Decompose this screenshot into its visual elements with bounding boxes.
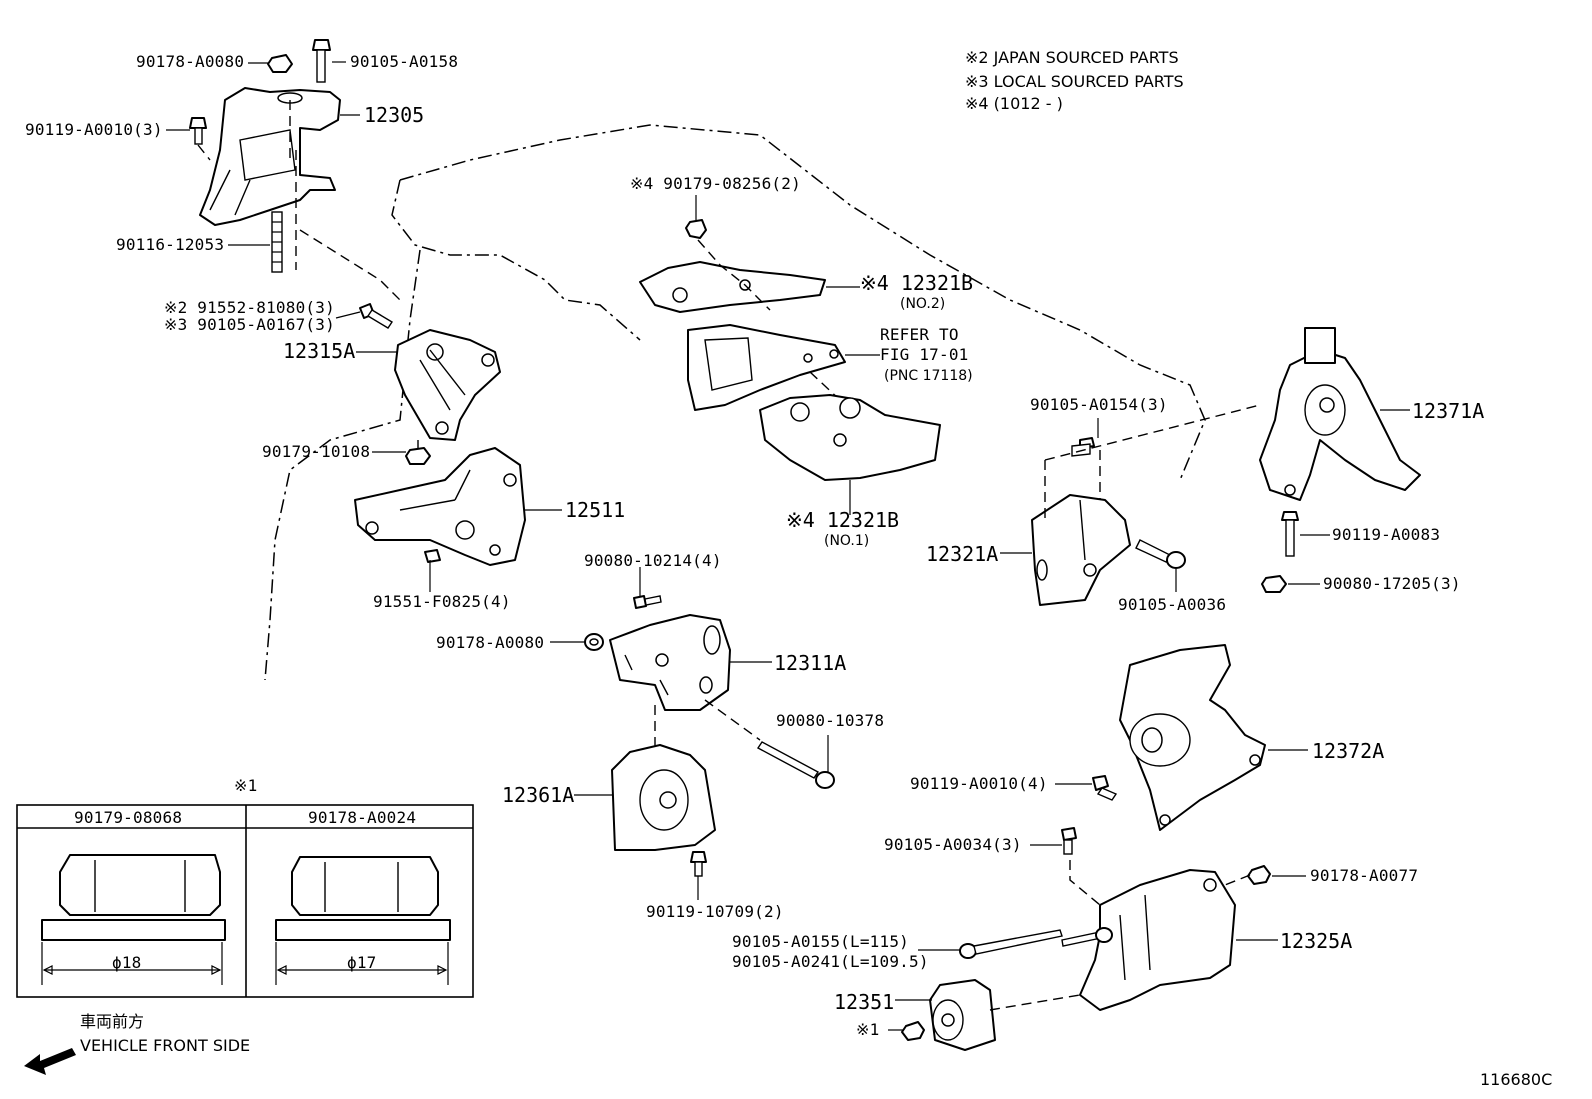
label-12321B-no2: ※4 12321B: [860, 271, 973, 295]
bolt-90105-A0241[interactable]: [1061, 927, 1113, 947]
engine-body-outline: [264, 124, 1206, 681]
bracket-12325A[interactable]: [1079, 869, 1236, 1011]
note-date-range: ※4 (1012 - ): [965, 94, 1063, 113]
bracket-12311A[interactable]: [609, 614, 731, 711]
label-90119-10709: 90119-10709(2): [646, 902, 784, 921]
bolt-90105-A0155[interactable]: [959, 929, 1063, 959]
label-90116-12053: 90116-12053: [116, 235, 224, 254]
refer-line3: (PNC 17118): [884, 368, 973, 384]
insulator-12321B-no2[interactable]: [639, 261, 826, 313]
note-local-sourced: ※3 LOCAL SOURCED PARTS: [965, 72, 1184, 91]
refer-line1: REFER TO: [880, 325, 959, 344]
label-90179-10108: 90179-10108: [262, 442, 370, 461]
engine-mount-12305[interactable]: [199, 87, 341, 226]
bolt-90105-A0154[interactable]: [1071, 437, 1095, 457]
bolt-90119-A0083[interactable]: [1281, 511, 1299, 557]
nut-90179-10108[interactable]: [405, 447, 431, 465]
figure-code: 116680C: [1480, 1070, 1552, 1089]
nut-90178-A0080-top[interactable]: [267, 54, 293, 73]
label-90105-A0154: 90105-A0154(3): [1030, 395, 1168, 414]
nut-90178-A0080-mid[interactable]: [584, 633, 604, 651]
vehicle-front-indicator: 車両前方 VEHICLE FRONT SIDE: [24, 1012, 250, 1075]
label-90179-08256: ※4 90179-08256(2): [630, 174, 801, 193]
bolt-90105-A0036[interactable]: [1135, 539, 1186, 569]
refer-line2: FIG 17-01: [880, 345, 969, 364]
label-12321B-no2-sub: (NO.2): [900, 296, 945, 312]
stud-90116-12053[interactable]: [271, 211, 283, 273]
flange-nut-18-icon: [41, 854, 226, 985]
label-90105-A0034: 90105-A0034(3): [884, 835, 1022, 854]
label-12372A: 12372A: [1312, 739, 1384, 763]
label-90105-A0167: ※3 90105-A0167(3): [164, 315, 335, 334]
front-arrow-icon: [24, 1048, 76, 1075]
label-12321B-no1: ※4 12321B: [786, 508, 899, 532]
inset-col2-header: 90178-A0024: [308, 808, 416, 827]
nut-90178-A0077[interactable]: [1247, 865, 1271, 885]
lower-right-guide-lines: [989, 860, 1251, 1011]
mount-12372A[interactable]: [1119, 644, 1266, 831]
label-ref1: ※1: [856, 1020, 879, 1039]
flange-nut-17-icon: [275, 856, 451, 985]
label-90080-17205: 90080-17205(3): [1323, 574, 1461, 593]
label-91551-F0825: 91551-F0825(4): [373, 592, 511, 611]
nut-ref1[interactable]: [901, 1021, 925, 1041]
damper-12351[interactable]: [929, 979, 996, 1051]
bolt-90080-10378[interactable]: [756, 741, 835, 789]
bracket-12511[interactable]: [354, 447, 526, 566]
label-90080-10214: 90080-10214(4): [584, 551, 722, 570]
leader-lines: [166, 61, 1410, 1031]
bolt-91551-F0825[interactable]: [424, 549, 441, 563]
label-12315A: 12315A: [283, 339, 355, 363]
label-90178-A0080-top: 90178-A0080: [136, 52, 244, 71]
label-12325A: 12325A: [1280, 929, 1352, 953]
bolt-90119-A0010-top[interactable]: [189, 117, 207, 145]
label-12361A: 12361A: [502, 783, 574, 807]
label-90105-A0241: 90105-A0241(L=109.5): [732, 952, 929, 971]
label-90105-A0155: 90105-A0155(L=115): [732, 932, 909, 951]
right-mount-guide-lines: [1044, 404, 1261, 520]
insulator-12321B-no1[interactable]: [759, 394, 941, 481]
bolt-90119-10709[interactable]: [690, 851, 707, 877]
label-90178-A0077: 90178-A0077: [1310, 866, 1418, 885]
bolt-90105-A0158[interactable]: [312, 39, 331, 83]
label-90080-10378: 90080-10378: [776, 711, 884, 730]
mount-guide-lines: [654, 699, 761, 750]
bracket-12315A[interactable]: [394, 329, 501, 441]
bolt-90105-A0034[interactable]: [1061, 827, 1077, 855]
label-12321A: 12321A: [926, 542, 998, 566]
inset-col1-header: 90179-08068: [74, 808, 182, 827]
insulator-12361A[interactable]: [611, 744, 716, 851]
mount-12371A[interactable]: [1259, 327, 1421, 501]
bolt-90080-10214[interactable]: [633, 595, 662, 609]
inset-col1-dim: ϕ18: [112, 953, 142, 972]
label-90119-A0010-3: 90119-A0010(3): [25, 120, 163, 139]
insulator-guide-line: [697, 239, 771, 311]
bolt-91552-81080[interactable]: [359, 303, 393, 329]
label-12321B-no1-sub: (NO.1): [824, 533, 869, 549]
label-12511: 12511: [565, 498, 625, 522]
label-91552-81080: ※2 91552-81080(3): [164, 298, 335, 317]
label-90178-A0080-mid: 90178-A0080: [436, 633, 544, 652]
fastener-inset-table: ※1 90179-08068 90178-A0024 ϕ18 ϕ17: [16, 776, 474, 998]
label-12371A: 12371A: [1412, 399, 1484, 423]
inset-col2-dim: ϕ17: [347, 953, 377, 972]
label-90105-A0036: 90105-A0036: [1118, 595, 1226, 614]
label-90105-A0158: 90105-A0158: [350, 52, 458, 71]
front-label-jp: 車両前方: [80, 1012, 144, 1031]
label-12351: 12351: [834, 990, 894, 1014]
nut-90179-08256[interactable]: [685, 219, 707, 239]
exhaust-bracket-refer-fig[interactable]: [687, 324, 846, 411]
label-90119-A0083: 90119-A0083: [1332, 525, 1440, 544]
label-90119-A0010-4: 90119-A0010(4): [910, 774, 1048, 793]
nut-90080-17205[interactable]: [1261, 575, 1287, 593]
front-label-en: VEHICLE FRONT SIDE: [80, 1036, 250, 1055]
bracket-12321A[interactable]: [1031, 494, 1131, 606]
note-japan-sourced: ※2 JAPAN SOURCED PARTS: [965, 48, 1179, 67]
bolt-90119-A0010-right[interactable]: [1092, 775, 1118, 801]
label-12311A: 12311A: [774, 651, 846, 675]
label-12305: 12305: [364, 103, 424, 127]
inset-mark: ※1: [234, 776, 257, 795]
